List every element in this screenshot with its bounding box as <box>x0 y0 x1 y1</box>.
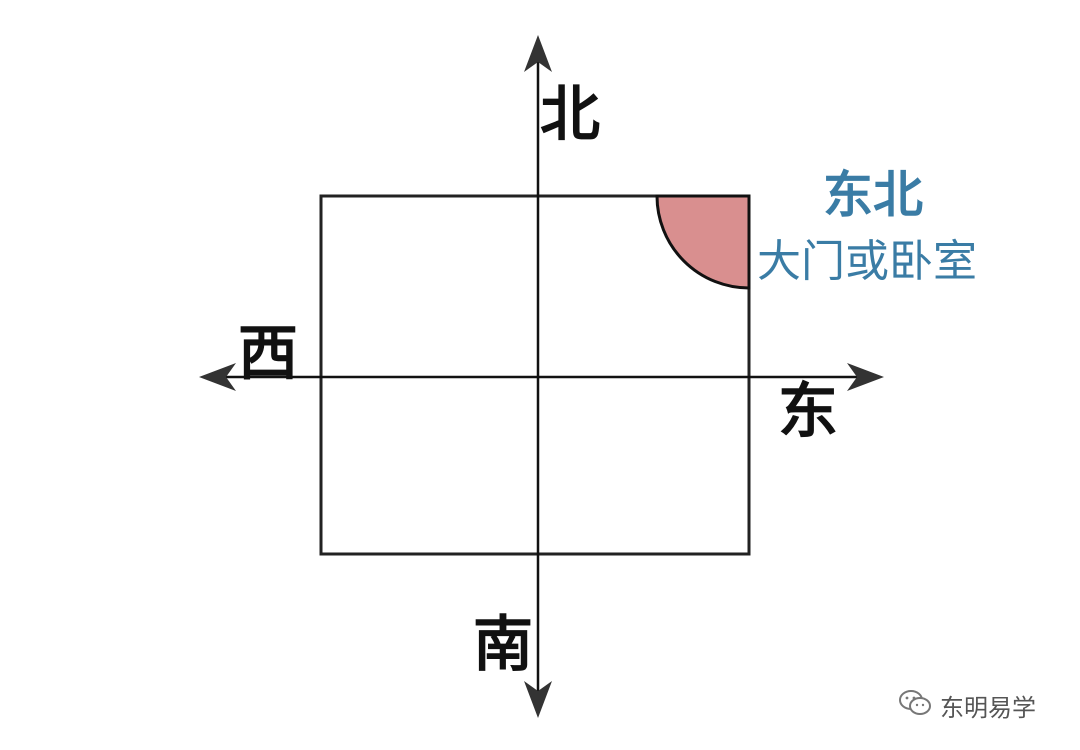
north-label: 北 <box>540 80 600 150</box>
east-label: 东 <box>778 377 838 447</box>
watermark-text: 东明易学 <box>940 694 1036 722</box>
south-label: 南 <box>473 610 533 680</box>
south-arrowhead <box>524 681 552 718</box>
northeast-sector <box>655 194 751 290</box>
room-outline <box>319 194 751 556</box>
zone-subtitle: 大门或卧室 <box>757 236 977 287</box>
north-arrowhead <box>524 35 552 72</box>
east-arrowhead <box>847 363 884 391</box>
wechat-icon <box>898 689 932 723</box>
zone-title: 东北 <box>823 166 923 224</box>
watermark: 东明易学 <box>898 688 1036 723</box>
west-label: 西 <box>238 319 298 389</box>
west-arrowhead <box>199 363 236 391</box>
